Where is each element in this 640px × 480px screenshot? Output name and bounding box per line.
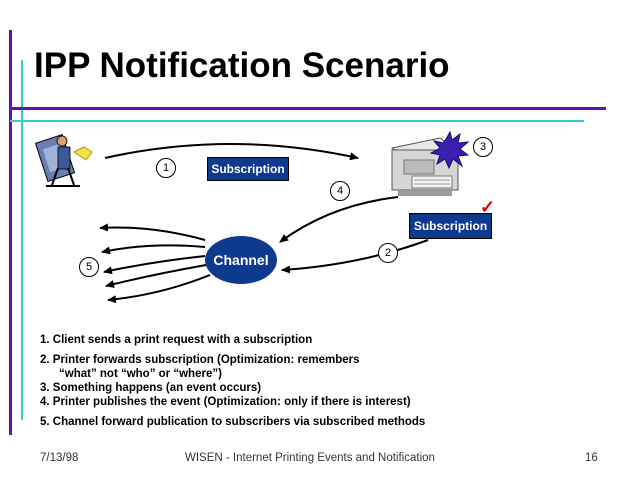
step-number-4: 4 [330,181,350,201]
step-number-2: 2 [378,243,398,263]
arrow-dist-4 [105,264,207,288]
step-1-text: 1. Client sends a print request with a s… [40,334,313,346]
step-number-1: 1 [156,158,176,178]
title-underline-purple [10,107,606,110]
event-burst-icon [429,130,470,170]
scenario-diagram [34,130,470,304]
arrow-dist-5 [107,274,211,304]
page-title: IPP Notification Scenario [34,46,450,85]
left-purple-bar [9,30,12,435]
arrow-publish [279,196,399,243]
step-number-5: 5 [79,257,99,277]
arrow-request [104,143,359,161]
footer-center-text: WISEN - Internet Printing Events and Not… [185,452,435,464]
footer-page-number: 16 [585,452,598,464]
step-number-3: 3 [473,137,493,157]
title-underline-cyan [10,120,584,122]
arrow-dist-2 [101,244,206,255]
channel-node: Channel [205,236,277,284]
left-cyan-bar [21,60,23,420]
subscription-box-right: Subscription [409,213,492,239]
step-2-text: 2. Printer forwards subscription (Optimi… [40,354,360,366]
step-5-text: 5. Channel forward publication to subscr… [40,416,426,428]
client-person-icon [34,134,93,187]
step-3-text: 3. Something happens (an event occurs) [40,382,262,394]
step-4-text: 4. Printer publishes the event (Optimiza… [40,396,411,408]
subscription-box-top: Subscription [207,157,289,181]
arrow-dist-3 [103,255,206,275]
steps-list: 1. Client sends a print request with a s… [40,333,425,429]
arrow-forward-subscription [281,239,429,274]
checkmark-icon: ✓ [480,197,496,217]
step-2-text-continued: “what” not “who” or “where”) [59,368,222,380]
arrow-dist-1 [99,223,206,241]
footer-date: 7/13/98 [40,452,79,464]
